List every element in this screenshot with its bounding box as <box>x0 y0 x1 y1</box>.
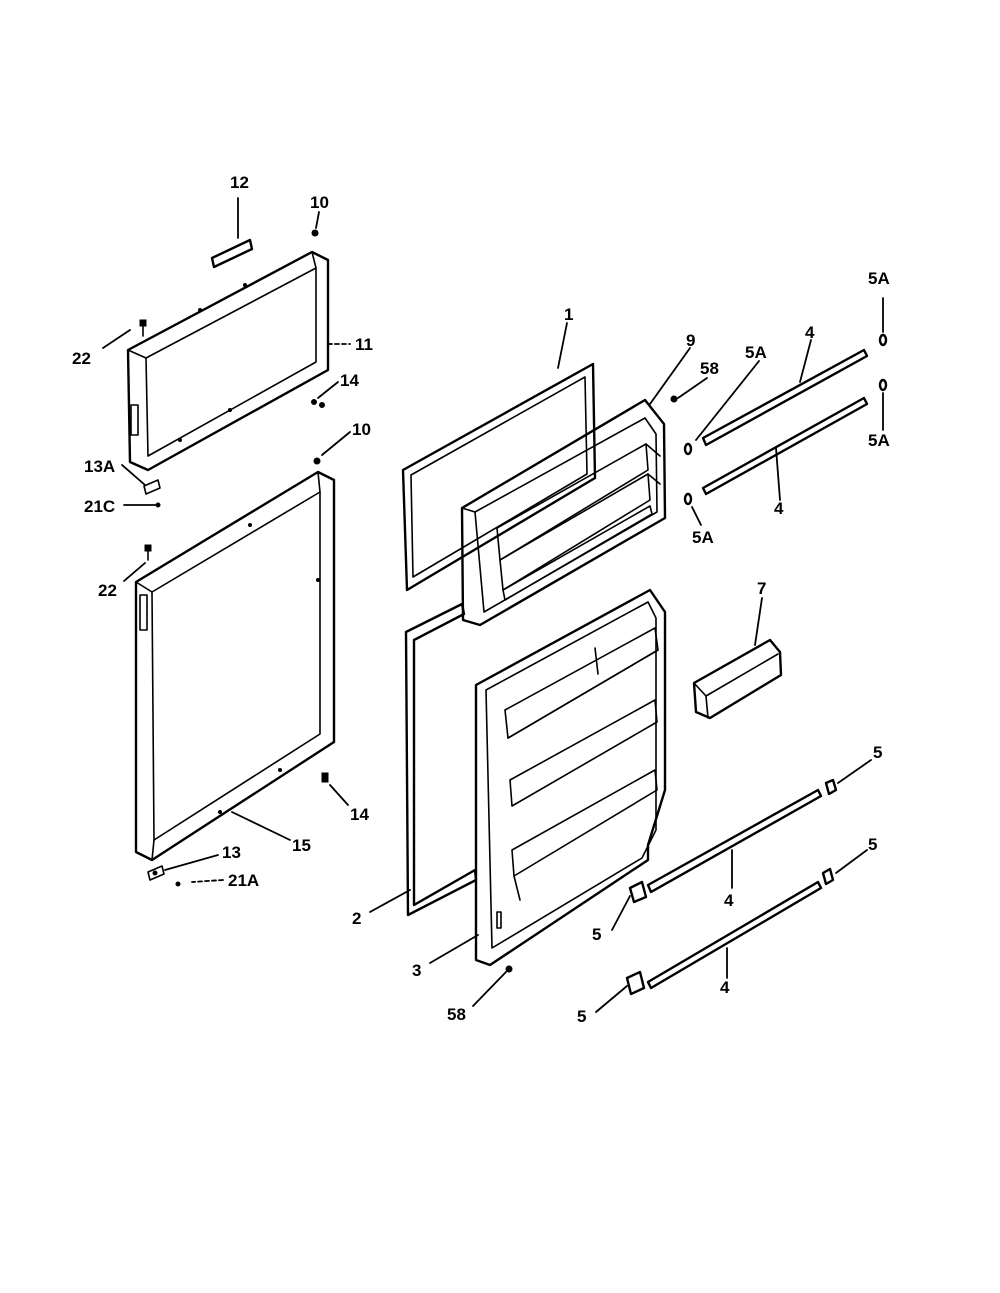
callout-13: 13 <box>222 843 241 862</box>
door-bin <box>692 638 783 720</box>
callout-5-b: 5 <box>868 835 877 854</box>
hinge-13 <box>147 865 165 881</box>
freezer-shelf-bar-upper <box>701 348 869 447</box>
callout-1: 1 <box>564 305 573 324</box>
screw-10-top <box>311 229 319 237</box>
callout-4-c: 4 <box>724 891 734 910</box>
callout-21C: 21C <box>84 497 115 516</box>
callout-5A-c: 5A <box>868 431 890 450</box>
shelf-cap-5A-d <box>683 492 693 506</box>
callout-4-a: 4 <box>805 323 815 342</box>
callout-4-b: 4 <box>774 499 784 518</box>
freezer-shelf-bar-lower <box>701 396 869 496</box>
screw-10-mid <box>313 457 321 465</box>
screw-21A <box>175 881 181 887</box>
shelf-cap-5A-c <box>878 378 888 392</box>
hinge-13A <box>143 479 161 495</box>
callout-11: 11 <box>355 335 373 354</box>
fresh-food-door-liner <box>474 588 667 967</box>
shelf-end-cap-5-a <box>824 778 838 796</box>
callout-22-top: 22 <box>72 349 91 368</box>
freezer-door-liner <box>460 398 667 627</box>
callout-5-d: 5 <box>577 1007 586 1026</box>
fresh-food-shelf-bar-lower <box>646 880 823 990</box>
shelf-end-cap-5-d <box>625 970 646 996</box>
leader-lines <box>102 197 884 1013</box>
freezer-door-gasket <box>401 362 597 592</box>
callout-4-d: 4 <box>720 978 730 997</box>
callout-labels: 12 10 22 11 14 10 13A 21C 22 14 15 13 21… <box>72 173 890 1026</box>
screw-22-top <box>139 319 147 337</box>
trim-strip <box>210 238 254 269</box>
callout-3: 3 <box>412 961 421 980</box>
screw-58-bottom <box>505 965 513 973</box>
freezer-door-frame <box>126 250 330 472</box>
callout-58-top: 58 <box>700 359 719 378</box>
callout-12: 12 <box>230 173 249 192</box>
callout-9: 9 <box>686 331 695 350</box>
callout-5-c: 5 <box>592 925 601 944</box>
callout-5A-b: 5A <box>868 269 890 288</box>
callout-14-bottom: 14 <box>350 805 369 824</box>
callout-5-a: 5 <box>873 743 882 762</box>
shelf-cap-5A-b <box>683 442 693 456</box>
shelf-end-cap-5-c <box>821 867 835 886</box>
callout-10-top: 10 <box>310 193 329 212</box>
callout-15: 15 <box>292 836 311 855</box>
callout-21A: 21A <box>228 871 259 890</box>
shelf-end-cap-5-b <box>628 880 648 904</box>
screw-14-bottom <box>321 772 329 783</box>
callout-10-mid: 10 <box>352 420 371 439</box>
callout-13A: 13A <box>84 457 115 476</box>
fresh-food-door-gasket <box>404 602 478 917</box>
screw-14-top <box>311 399 325 408</box>
callout-22-mid: 22 <box>98 581 117 600</box>
screw-58-top <box>670 395 678 403</box>
callout-14-top: 14 <box>340 371 359 390</box>
fresh-food-shelf-bar-upper <box>646 788 823 894</box>
shelf-cap-5A-a <box>878 333 888 347</box>
fresh-food-door-frame <box>134 470 336 862</box>
callout-58-bottom: 58 <box>447 1005 466 1024</box>
callout-5A-a: 5A <box>745 343 767 362</box>
callout-5A-d: 5A <box>692 528 714 547</box>
screw-22-mid <box>144 544 152 561</box>
callout-7: 7 <box>757 579 766 598</box>
callout-2: 2 <box>352 909 361 928</box>
screw-21C <box>155 502 161 508</box>
